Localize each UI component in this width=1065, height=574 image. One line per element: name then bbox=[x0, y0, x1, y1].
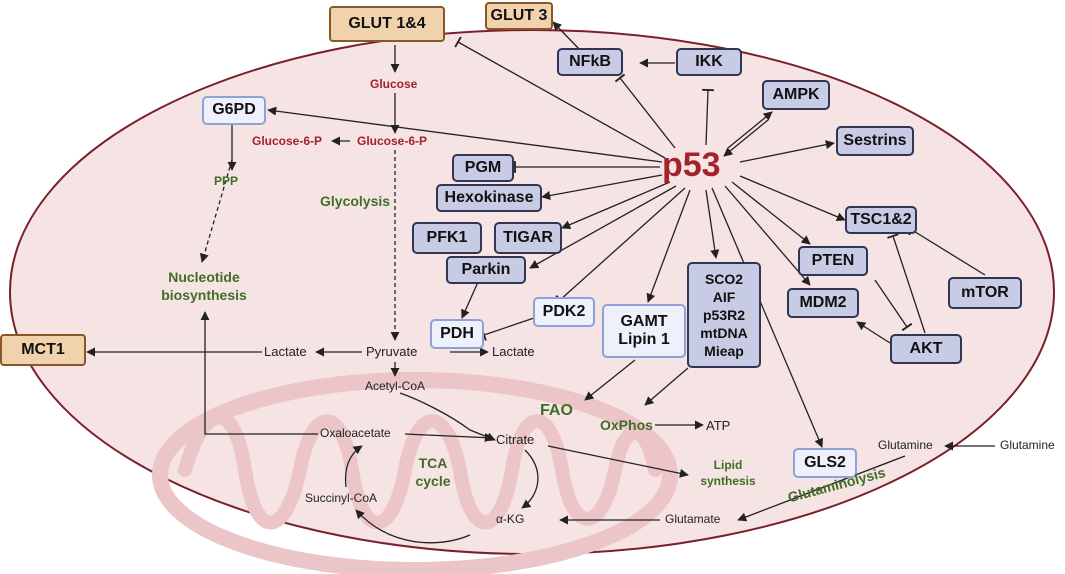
pten-box: PTEN bbox=[798, 246, 868, 276]
glycolysis-label: Glycolysis bbox=[320, 193, 391, 209]
tigar-box: TIGAR bbox=[494, 222, 562, 254]
mitochondrion bbox=[152, 372, 678, 574]
lactate-left-label: Lactate bbox=[264, 344, 307, 359]
p53-hub: p53 bbox=[662, 146, 721, 184]
atp-label: ATP bbox=[706, 418, 731, 433]
tca-cycle-label: TCA cycle bbox=[408, 455, 458, 490]
gamt-lipin-box: GAMT Lipin 1 bbox=[602, 304, 686, 358]
tsc-box: TSC1&2 bbox=[845, 206, 917, 234]
arrow-ppp-nucleotide bbox=[199, 159, 233, 263]
glucose-label: Glucose bbox=[370, 77, 418, 91]
gls2-box: GLS2 bbox=[793, 448, 857, 478]
arrow-glutamine-glutamate bbox=[737, 455, 906, 522]
g6pd-box: G6PD bbox=[202, 96, 266, 125]
lipid-synthesis-label: Lipid synthesis bbox=[688, 458, 768, 489]
arrow-p53-pten bbox=[731, 181, 811, 245]
glutamine-inner-label: Glutamine bbox=[878, 438, 933, 452]
aif-label: AIF bbox=[712, 288, 736, 305]
arrow-p53-g6pd bbox=[267, 106, 663, 163]
nucleotide-line2: biosynthesis bbox=[161, 287, 247, 304]
arrow-oxalo-nucleotide bbox=[200, 311, 318, 435]
arrow-p53-sestrins bbox=[739, 140, 835, 163]
arrow-p53-sco2 bbox=[705, 189, 720, 259]
ikk-box: IKK bbox=[676, 48, 742, 76]
arrow-acetylcoa-citrate bbox=[399, 392, 496, 442]
arrow-p53-gls2 bbox=[711, 187, 823, 448]
mito-genes-box: SCO2 AIF p53R2 mtDNA Mieap bbox=[687, 262, 761, 368]
citrate-label: Citrate bbox=[496, 432, 535, 447]
mdm2-box: MDM2 bbox=[787, 288, 859, 318]
mtdna-label: mtDNA bbox=[700, 325, 748, 342]
arrow-gamt-fao bbox=[584, 359, 636, 401]
g6p-left-label: Glucose-6-P bbox=[252, 134, 323, 148]
glut3-transporter: GLUT 3 bbox=[485, 2, 553, 30]
mieap-label: Mieap bbox=[704, 343, 744, 360]
pgm-box: PGM bbox=[452, 154, 514, 182]
parkin-box: Parkin bbox=[446, 256, 526, 284]
akg-label: α-KG bbox=[496, 512, 525, 526]
arrow-ampk-p53 bbox=[723, 119, 769, 157]
arrow-oxalo-citrate bbox=[404, 433, 494, 443]
inhibit-p53-pdk2 bbox=[555, 187, 686, 305]
arrow-sco2-oxphos bbox=[644, 367, 689, 406]
nucleotide-line1: Nucleotide bbox=[168, 269, 240, 285]
inhibit-p53-nfkb bbox=[614, 73, 676, 149]
arrow-p53-parkin bbox=[529, 185, 677, 269]
oxaloacetate-label: Oxaloacetate bbox=[320, 426, 391, 440]
inhibit-p53-ikk bbox=[702, 88, 714, 146]
arrow-parkin-pdh bbox=[461, 281, 479, 319]
lipid-line2: synthesis bbox=[700, 473, 756, 488]
lactate-right-label: Lactate bbox=[492, 344, 535, 359]
arrow-succinyl-oxalo bbox=[344, 445, 363, 488]
mtor-box: mTOR bbox=[948, 277, 1022, 309]
arrow-akg-succinyl bbox=[355, 509, 471, 544]
arrow-akt-mdm2 bbox=[856, 321, 891, 344]
ppp-label: PPP bbox=[214, 174, 239, 188]
g6p-right-label: Glucose-6-P bbox=[357, 134, 428, 148]
arrow-p53-hexokinase bbox=[541, 174, 663, 200]
arrow-p53-gamt bbox=[646, 189, 691, 303]
nucleotide-biosynthesis-label: Nucleotide biosynthesis bbox=[154, 268, 254, 304]
nfkb-box: NFkB bbox=[557, 48, 623, 76]
inhibit-pdk2-pdh bbox=[481, 317, 535, 341]
ampk-box: AMPK bbox=[762, 80, 830, 110]
tca-line2: cycle bbox=[415, 472, 451, 489]
hexokinase-box: Hexokinase bbox=[436, 184, 542, 212]
pyruvate-label: Pyruvate bbox=[366, 344, 418, 359]
mct1-transporter: MCT1 bbox=[0, 334, 86, 366]
oxphos-label: OxPhos bbox=[600, 417, 653, 433]
inhibit-p53-glut14 bbox=[454, 36, 666, 159]
p53r2-label: p53R2 bbox=[702, 306, 746, 323]
pdh-box: PDH bbox=[430, 319, 484, 349]
arrow-citrate-lipid bbox=[547, 445, 689, 478]
lipid-line1: Lipid bbox=[713, 458, 743, 472]
glutamate-label: Glutamate bbox=[665, 512, 721, 526]
sestrins-box: Sestrins bbox=[836, 126, 914, 156]
arrow-p53-mdm2 bbox=[724, 185, 811, 286]
inhibit-pten-akt bbox=[874, 279, 913, 332]
arrow-nfkb-glut3 bbox=[552, 21, 581, 51]
arrow-p53-tsc bbox=[739, 175, 846, 222]
arrow-p53-ampk bbox=[727, 111, 773, 149]
arrow-citrate-akg bbox=[521, 449, 539, 509]
fao-label: FAO bbox=[540, 402, 573, 419]
pfk1-box: PFK1 bbox=[412, 222, 482, 254]
inhibit-akt-tsc bbox=[887, 233, 926, 334]
gamt-label: GAMT bbox=[620, 312, 668, 330]
succinyl-coa-label: Succinyl-CoA bbox=[305, 491, 378, 505]
glutamine-outer-label: Glutamine bbox=[1000, 438, 1055, 452]
pdk2-box: PDK2 bbox=[533, 297, 595, 327]
akt-box: AKT bbox=[890, 334, 962, 364]
arrow-p53-tigar bbox=[561, 181, 671, 229]
glut14-transporter: GLUT 1&4 bbox=[329, 6, 445, 42]
inhibit-mtor-tsc bbox=[908, 224, 986, 276]
acetylcoa-label: Acetyl-CoA bbox=[365, 379, 426, 393]
sco2-label: SCO2 bbox=[704, 270, 744, 287]
tca-line1: TCA bbox=[418, 455, 448, 471]
lipin-label: Lipin 1 bbox=[618, 331, 670, 348]
